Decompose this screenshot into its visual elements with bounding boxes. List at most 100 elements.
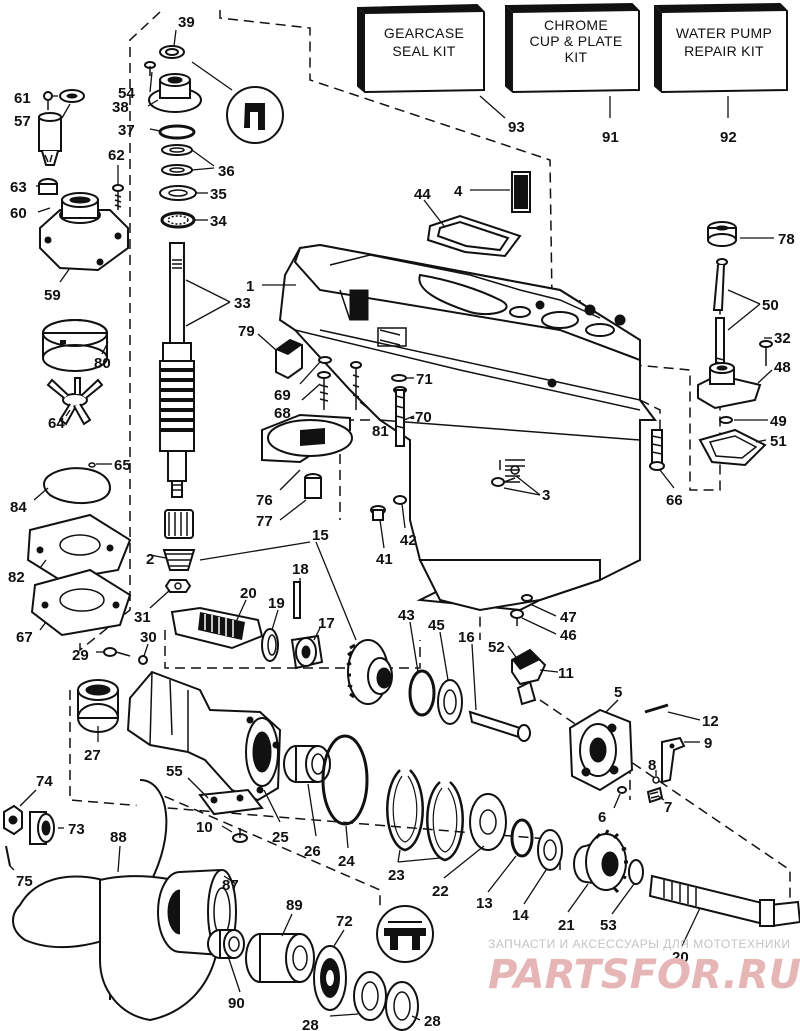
callout-66: 66 — [666, 492, 683, 509]
callout-61: 61 — [14, 90, 31, 107]
grommet-78 — [707, 221, 737, 247]
propeller-88 — [12, 779, 220, 1022]
forward-gear-15 — [346, 639, 393, 705]
callout-30: 30 — [140, 629, 157, 646]
plug-41 — [370, 505, 386, 521]
callout-20-lower: 20 — [672, 949, 689, 966]
callout-10: 10 — [196, 819, 213, 836]
washer-14 — [537, 829, 563, 871]
callout-42: 42 — [400, 532, 417, 549]
callout-27: 27 — [84, 747, 101, 764]
callout-89: 89 — [286, 897, 303, 914]
callout-46: 46 — [560, 627, 577, 644]
washers-36 — [161, 144, 193, 176]
callout-72: 72 — [336, 913, 353, 930]
callout-32: 32 — [774, 330, 791, 347]
o-ring-24 — [321, 734, 369, 826]
callout-37: 37 — [118, 122, 135, 139]
bearing-housing-5 — [568, 708, 634, 792]
dashed-outline — [219, 10, 553, 301]
propeller-shaft-20-lower — [648, 874, 800, 928]
callout-81: 81 — [372, 423, 389, 440]
lever-9 — [661, 736, 686, 784]
callout-3: 3 — [542, 487, 550, 504]
kit-label-line: SEAL KIT — [392, 43, 455, 59]
spring-8 — [652, 776, 660, 784]
watermark: ЗАПЧАСТИ И АКСЕССУАРЫ ДЛЯ МОТОТЕХНИКИ PA… — [488, 937, 800, 998]
callout-63: 63 — [10, 179, 27, 196]
callout-71: 71 — [416, 371, 433, 388]
callout-numbers: 39 54 38 61 57 37 36 35 34 62 63 60 59 3… — [8, 14, 795, 1031]
gasket-44 — [426, 214, 522, 258]
callout-68: 68 — [274, 405, 291, 422]
inset-seal-icon — [376, 905, 434, 963]
callout-19: 19 — [268, 595, 285, 612]
washer-42 — [393, 495, 407, 505]
callout-91: 91 — [602, 129, 619, 146]
callout-9: 9 — [704, 735, 712, 752]
screw-61 — [43, 91, 53, 110]
callout-23: 23 — [388, 867, 405, 884]
callout-70: -70 — [410, 409, 432, 426]
screw-77 — [304, 473, 322, 499]
callout-33: 33 — [234, 295, 251, 312]
callout-18: 18 — [292, 561, 309, 578]
callout-53: 53 — [600, 917, 617, 934]
o-ring-49 — [719, 416, 733, 424]
callout-7: 7 — [664, 799, 672, 816]
tube-57 — [38, 112, 62, 166]
callout-64: 64 — [48, 415, 65, 432]
callout-45: 45 — [428, 617, 445, 634]
watermark-tagline: ЗАПЧАСТИ И АКСЕССУАРЫ ДЛЯ МОТОТЕХНИКИ — [488, 937, 790, 951]
callout-13: 13 — [476, 895, 493, 912]
kit-label-line: REPAIR KIT — [684, 43, 764, 59]
hub-89 — [245, 933, 315, 983]
callout-78: 78 — [778, 231, 795, 248]
kit-label-line: WATER PUMP — [676, 25, 772, 41]
callout-22: 22 — [432, 883, 449, 900]
dashed-outline — [639, 399, 661, 440]
bearing-26 — [283, 745, 331, 783]
pin-65 — [88, 462, 96, 468]
callout-28-left: 28 — [302, 1017, 319, 1031]
callout-12: 12 — [702, 713, 719, 730]
washer-71 — [391, 374, 407, 382]
clutch-17 — [290, 634, 324, 670]
seal-35 — [159, 185, 197, 201]
bushing-48 — [697, 362, 762, 410]
bolt-81 — [350, 361, 362, 410]
callout-54: 54 — [118, 85, 135, 102]
kit-label-line: CUP & PLATE — [529, 33, 622, 49]
callout-26: 26 — [304, 843, 321, 860]
pin-18 — [293, 581, 301, 619]
callout-1: 1 — [246, 278, 254, 295]
cam-52-11 — [511, 648, 547, 706]
callout-38: 38 — [112, 99, 129, 116]
nut-30 — [138, 655, 148, 665]
callout-29: 29 — [72, 647, 89, 664]
screw-3 — [491, 465, 520, 487]
callout-75: 75 — [16, 873, 33, 890]
spacer-73 — [29, 811, 55, 845]
callout-65: 65 — [114, 457, 131, 474]
callout-11: 11 — [558, 665, 574, 682]
pin-16 — [468, 710, 531, 742]
kit-label-line: GEARCASE — [384, 25, 464, 41]
liner-63 — [38, 178, 58, 195]
grommet-57-top — [59, 89, 85, 103]
bracket-55 — [198, 788, 264, 816]
callout-34: 34 — [210, 213, 227, 230]
callout-17: 17 — [318, 615, 335, 632]
leader-lines — [9, 29, 774, 1021]
callout-93: 93 — [508, 119, 525, 136]
bolt-68 — [317, 371, 331, 410]
kit-box-gearcase-seal: GEARCASE SEAL KIT — [357, 3, 485, 94]
callout-60: 60 — [10, 205, 27, 222]
callout-28-right: 28 — [424, 1013, 441, 1030]
callout-51: 51 — [770, 433, 787, 450]
needle-bearing-27 — [77, 679, 119, 733]
callout-48: 48 — [774, 359, 791, 376]
callout-4: 4 — [454, 183, 463, 200]
detent-7 — [646, 786, 664, 804]
